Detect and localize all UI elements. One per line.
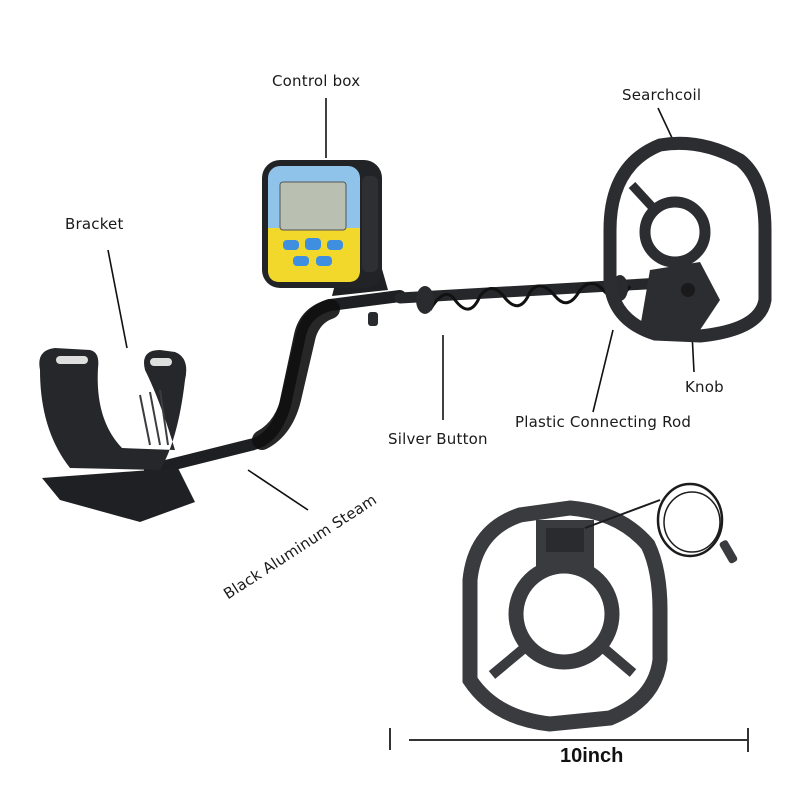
silver-button-collar	[416, 286, 434, 314]
dimension-label: 10inch	[560, 745, 624, 767]
leader-bracket	[107, 249, 128, 349]
control-box-illustration	[262, 160, 388, 296]
label-searchcoil: Searchcoil	[622, 86, 702, 104]
label-bracket: Bracket	[65, 215, 124, 233]
leader-plastic-rod	[592, 329, 614, 413]
control-buttons	[283, 238, 343, 266]
shaft	[144, 275, 686, 476]
bracket-illustration	[39, 348, 195, 522]
label-plastic-connecting-rod: Plastic Connecting Rod	[515, 413, 692, 431]
label-silver-button: Silver Button	[388, 430, 488, 448]
lcd-screen	[279, 181, 347, 231]
label-knob: Knob	[685, 378, 724, 396]
dimension-line	[389, 728, 749, 752]
searchcoil-mounted-illustration	[603, 136, 772, 343]
label-control-box: Control box	[272, 72, 361, 90]
searchcoil-detached-illustration	[462, 482, 738, 732]
knob-illustration	[681, 283, 695, 297]
leader-lines	[107, 98, 695, 511]
leader-searchcoil	[657, 107, 674, 141]
leader-aluminum-stem	[247, 469, 309, 511]
